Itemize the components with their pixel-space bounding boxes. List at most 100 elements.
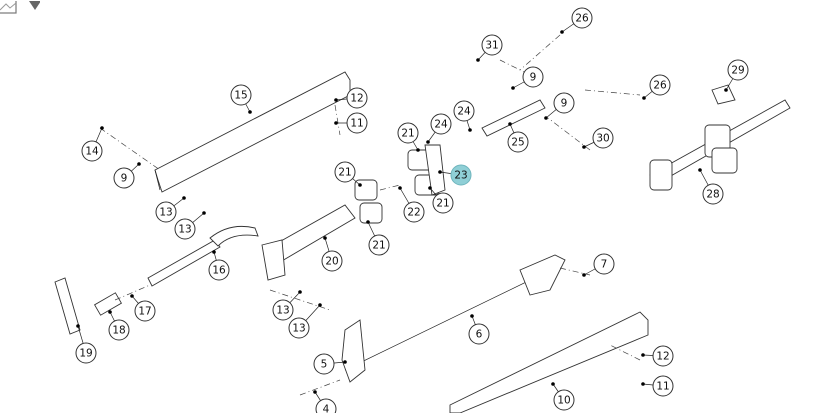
- leader-dot: [698, 168, 702, 172]
- callout-circle[interactable]: [453, 100, 475, 122]
- callout-circle[interactable]: [272, 299, 294, 321]
- callout-circle[interactable]: [571, 7, 593, 29]
- callout-circle[interactable]: [652, 345, 674, 367]
- callout-circle[interactable]: [155, 201, 177, 223]
- callout-circle[interactable]: [81, 140, 103, 162]
- callout-circle[interactable]: [368, 234, 390, 256]
- callout-circle[interactable]: [649, 74, 671, 96]
- callout-circle[interactable]: [652, 375, 674, 397]
- dropdown-arrow-icon[interactable]: [29, 1, 41, 10]
- callout-5[interactable]: 5: [313, 353, 347, 375]
- callout-circle[interactable]: [403, 201, 425, 223]
- leader-dot: [428, 186, 432, 190]
- callout-20[interactable]: 20: [321, 236, 343, 272]
- callout-30[interactable]: 30: [582, 127, 614, 149]
- callout-13[interactable]: 13: [155, 196, 186, 223]
- callout-circle[interactable]: [346, 112, 368, 134]
- callout-label: 13: [276, 305, 289, 317]
- callout-14[interactable]: 14: [81, 126, 104, 162]
- callout-12[interactable]: 12: [641, 345, 674, 367]
- leader-dot: [641, 382, 645, 386]
- callout-16[interactable]: 16: [208, 250, 230, 281]
- callout-circle[interactable]: [727, 59, 749, 81]
- callout-23[interactable]: 23: [438, 164, 472, 186]
- callout-15[interactable]: 15: [230, 84, 252, 114]
- callout-circle[interactable]: [288, 317, 310, 339]
- leader-dot: [334, 98, 338, 102]
- callout-circle[interactable]: [702, 183, 724, 205]
- callout-9[interactable]: 9: [113, 162, 141, 189]
- callout-label: 12: [350, 93, 363, 105]
- callout-9[interactable]: 9: [544, 92, 575, 120]
- callout-6[interactable]: 6: [468, 314, 490, 345]
- callout-4[interactable]: 4: [313, 390, 337, 413]
- callout-label: 21: [401, 128, 414, 140]
- callout-circle[interactable]: [313, 353, 335, 375]
- callout-circle[interactable]: [334, 161, 356, 183]
- callout-12[interactable]: 12: [334, 87, 368, 109]
- callout-circle[interactable]: [134, 300, 156, 322]
- callout-22[interactable]: 22: [398, 186, 425, 223]
- callout-10[interactable]: 10: [551, 382, 575, 411]
- callout-circle[interactable]: [75, 342, 97, 364]
- leader-dot: [248, 110, 252, 114]
- callout-25[interactable]: 25: [507, 122, 529, 153]
- callout-7[interactable]: 7: [582, 253, 615, 277]
- callout-28[interactable]: 28: [698, 168, 724, 205]
- callout-label: 29: [731, 65, 744, 77]
- callout-label: 21: [338, 167, 351, 179]
- callout-circle[interactable]: [432, 192, 454, 214]
- callout-9[interactable]: 9: [511, 66, 544, 90]
- callout-13[interactable]: 13: [174, 211, 206, 240]
- leader-dot: [476, 58, 480, 62]
- callout-13[interactable]: 13: [288, 303, 322, 339]
- callout-circle[interactable]: [507, 131, 529, 153]
- callout-31[interactable]: 31: [476, 34, 503, 62]
- callout-24[interactable]: 24: [426, 113, 452, 144]
- callout-29[interactable]: 29: [724, 59, 749, 92]
- callout-circle[interactable]: [450, 164, 472, 186]
- callout-13[interactable]: 13: [272, 290, 302, 321]
- callout-circle[interactable]: [593, 253, 615, 275]
- callout-circle[interactable]: [553, 389, 575, 411]
- callout-19[interactable]: 19: [75, 324, 97, 364]
- callout-circle[interactable]: [468, 323, 490, 345]
- callout-11[interactable]: 11: [641, 375, 674, 397]
- callout-26[interactable]: 26: [560, 7, 593, 34]
- leader-dot: [76, 324, 80, 328]
- callout-label: 18: [112, 325, 125, 337]
- callout-circle[interactable]: [522, 66, 544, 88]
- callout-label: 7: [601, 259, 608, 271]
- callout-circle[interactable]: [208, 259, 230, 281]
- callout-circle[interactable]: [174, 218, 196, 240]
- callout-label: 21: [436, 198, 449, 210]
- callout-circle[interactable]: [481, 34, 503, 56]
- image-icon[interactable]: [0, 0, 17, 14]
- callout-circle[interactable]: [321, 250, 343, 272]
- callout-circle[interactable]: [397, 122, 419, 144]
- callout-circle[interactable]: [553, 92, 575, 114]
- callout-24[interactable]: 24: [453, 100, 475, 132]
- callout-label: 24: [457, 106, 471, 118]
- callout-21[interactable]: 21: [366, 220, 390, 256]
- callout-21[interactable]: 21: [428, 186, 454, 214]
- callout-11[interactable]: 11: [334, 112, 368, 134]
- callout-circle[interactable]: [315, 398, 337, 413]
- callout-26[interactable]: 26: [642, 74, 671, 100]
- callout-label: 25: [511, 137, 524, 149]
- callout-17[interactable]: 17: [130, 294, 156, 322]
- callout-circle[interactable]: [113, 167, 135, 189]
- callout-circle[interactable]: [346, 87, 368, 109]
- callout-label: 22: [407, 207, 420, 219]
- callout-circle[interactable]: [592, 127, 614, 149]
- leader-dot: [508, 122, 512, 126]
- callout-circle[interactable]: [230, 84, 252, 106]
- callout-18[interactable]: 18: [108, 310, 130, 341]
- callout-21[interactable]: 21: [334, 161, 362, 187]
- callout-circle[interactable]: [430, 113, 452, 135]
- callout-21[interactable]: 21: [397, 122, 420, 152]
- leader-dot: [182, 196, 186, 200]
- leader-dot: [551, 382, 555, 386]
- callout-circle[interactable]: [108, 319, 130, 341]
